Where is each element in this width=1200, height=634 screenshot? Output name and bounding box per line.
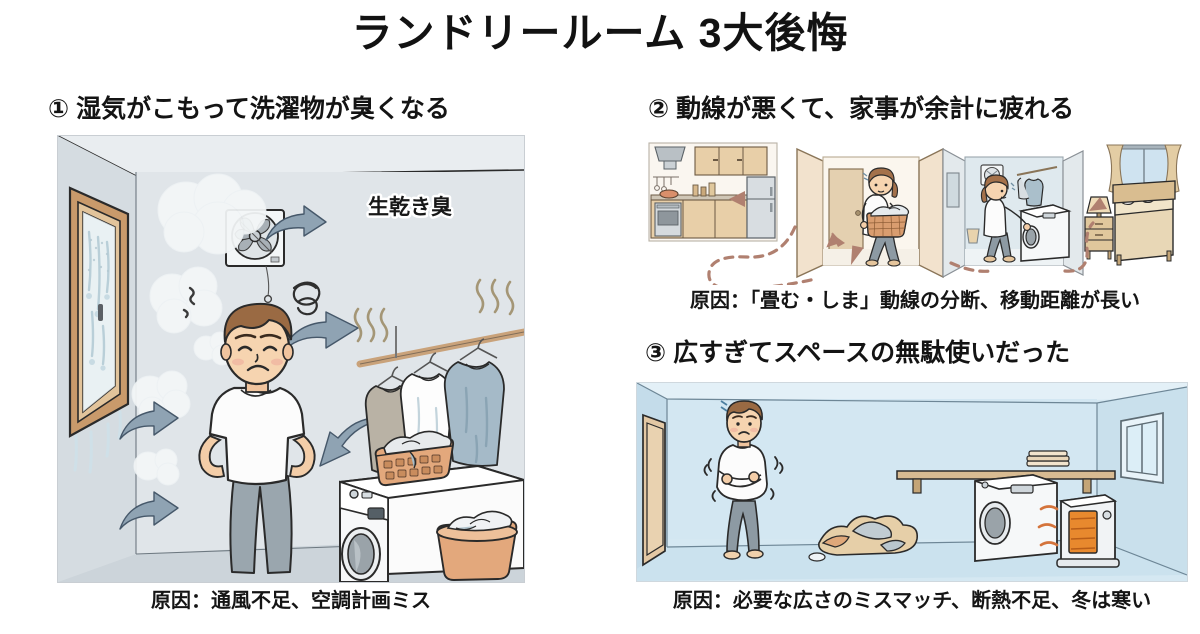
laundry-basket-floor <box>436 510 518 581</box>
folded-towels <box>1026 450 1070 467</box>
laundry-room-vignette <box>942 147 1084 279</box>
woman-at-washer <box>980 174 1031 263</box>
clothes-pile <box>808 515 919 562</box>
path-arrow-hallway <box>826 232 842 248</box>
cold-marks <box>720 400 728 412</box>
room-door <box>642 413 666 567</box>
room-window <box>1120 411 1164 484</box>
panel-3-illustration <box>636 382 1188 582</box>
woman-carrying-basket <box>860 167 910 267</box>
shiver-lines <box>703 456 784 502</box>
odor-text-label: 生乾き臭 <box>368 195 452 219</box>
space-heater <box>1037 494 1120 568</box>
panel-3-caption: 原因：必要な広さのミスマッチ、断熱不足、冬は寒い <box>672 590 1152 612</box>
heat-waves <box>1037 505 1059 547</box>
kitchen-vignette <box>648 142 778 242</box>
laundry-circulation-scene <box>645 137 1185 285</box>
hallway-vignette <box>796 147 944 279</box>
panel-2-illustration <box>645 137 1185 285</box>
panel-3-heading: ③ 広すぎてスペースの無駄使いだった <box>645 339 1071 367</box>
circulation-arrowheads <box>729 191 1107 266</box>
laundry-basket-top <box>374 430 455 487</box>
panel-2-heading: ② 動線が悪くて、家事が余計に疲れる <box>648 95 1075 123</box>
circulation-path <box>707 221 1095 285</box>
panel-1-illustration: 生乾き臭 <box>57 135 525 583</box>
panel-1-caption: 原因：通風不足、空調計画ミス <box>151 590 431 612</box>
washing-machine-cold <box>974 474 1058 562</box>
page-title: ランドリールーム 3大後悔 <box>351 10 849 56</box>
bedroom-vignette <box>1084 144 1182 266</box>
oversized-cold-room-scene <box>637 383 1187 581</box>
condensation-window-icon <box>68 186 130 474</box>
damp-laundry-room-scene: 生乾き臭 <box>58 136 524 582</box>
shivering-person <box>703 400 784 560</box>
panel-1-heading: ① 湿気がこもって洗濯物が臭くなる <box>48 95 450 123</box>
frustration-swirl <box>292 281 321 316</box>
frustrated-person <box>198 302 316 574</box>
wall-shelf <box>896 450 1116 494</box>
panel-2-caption: 原因：「畳む・しま」動線の分断、移動距離が長い <box>690 290 1140 312</box>
